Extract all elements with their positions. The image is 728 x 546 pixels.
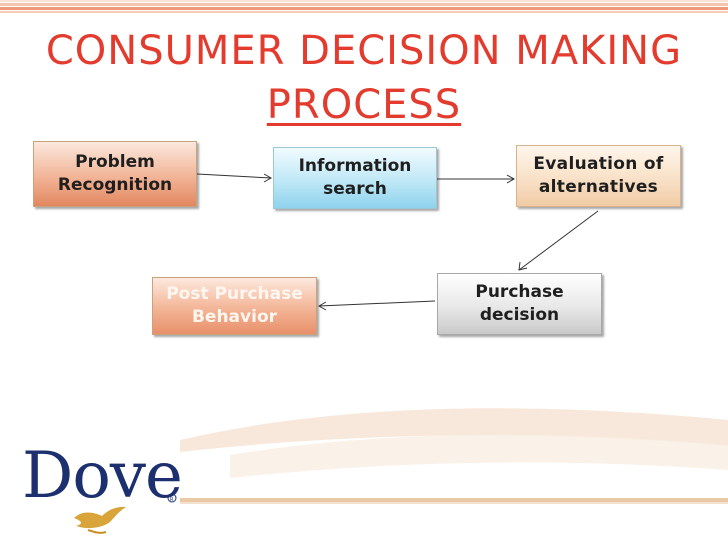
step-line: alternatives [538, 177, 659, 197]
step-post-purchase-behavior: Post Purchase Behavior [152, 277, 317, 335]
arrowhead-icon [506, 174, 516, 184]
dove-bird-icon: R [74, 493, 177, 534]
step-evaluation-of-alternatives: Evaluation of alternatives [516, 145, 681, 207]
slide-title-line-2: PROCESS [0, 82, 728, 128]
arrow-problem-to-info [196, 173, 272, 179]
step-line: Behavior [191, 307, 278, 327]
step-line: Recognition [57, 175, 173, 195]
top-decorative-bar [0, 0, 728, 20]
arrow-purchase-to-post [318, 300, 436, 307]
brand-logo-wordmark: Dove [22, 439, 183, 513]
step-line: Post Purchase [166, 284, 303, 304]
step-purchase-decision: Purchase decision [437, 273, 602, 335]
step-problem-recognition: Problem Recognition [33, 141, 197, 207]
step-line: Information [298, 156, 412, 176]
step-line: Problem [75, 152, 155, 172]
arrow-eval-to-purchase [518, 210, 599, 271]
step-information-search: Information search [273, 147, 437, 209]
step-line: Evaluation of [533, 154, 664, 174]
slide-title-line-1: CONSUMER DECISION MAKING [45, 28, 683, 74]
svg-text:R: R [170, 497, 174, 503]
step-line: search [323, 179, 387, 199]
step-line: decision [479, 305, 560, 325]
slide-title-process: PROCESS [266, 82, 462, 128]
step-line: Purchase [475, 282, 564, 302]
arrowhead-icon [518, 261, 528, 271]
arrowhead-icon [317, 301, 327, 311]
arrowhead-icon [263, 173, 273, 183]
